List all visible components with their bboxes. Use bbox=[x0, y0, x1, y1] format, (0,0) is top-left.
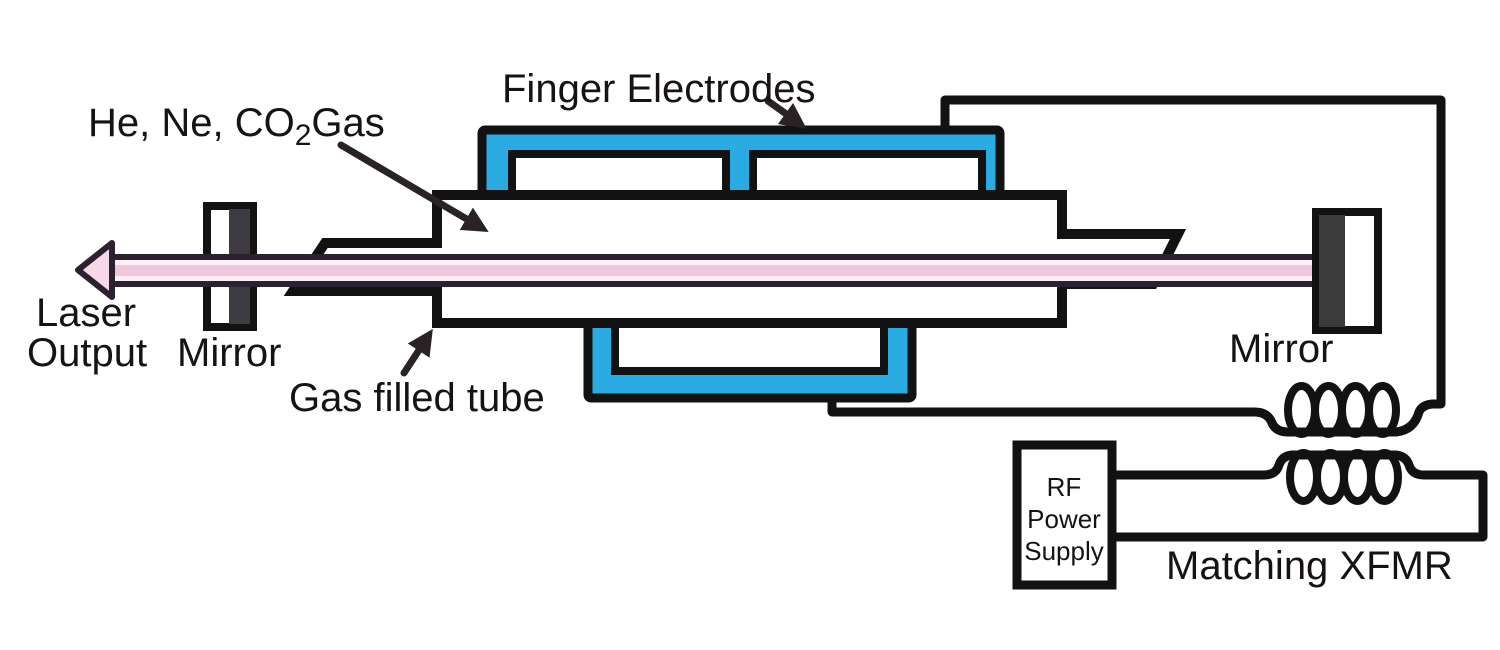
xfmr-secondary-coil bbox=[1284, 382, 1400, 438]
electrode-circuit-wire bbox=[827, 95, 1446, 437]
matching-xfmr-label: Matching XFMR bbox=[1166, 544, 1453, 588]
coil-loop bbox=[1338, 382, 1373, 438]
mirror-right-label: Mirror bbox=[1229, 327, 1333, 371]
laser-output-label-line2: Output bbox=[27, 331, 147, 375]
coil-loop bbox=[1286, 449, 1321, 505]
rf-power-supply-label-line3: Supply bbox=[1024, 536, 1104, 566]
finger-electrodes-arrow bbox=[764, 97, 807, 129]
coil-loop bbox=[1340, 449, 1375, 505]
laser-output-arrowhead bbox=[75, 240, 115, 300]
rf-power-supply-label-line2: Power bbox=[1027, 504, 1101, 534]
coil-loop bbox=[1367, 449, 1402, 505]
coil-loop bbox=[1311, 382, 1346, 438]
rf-power-supply-box bbox=[1012, 440, 1117, 590]
gas-filled-tube-arrow bbox=[400, 328, 433, 377]
rf-primary-circuit-wire bbox=[1112, 450, 1488, 542]
rear-mirror-dark-face bbox=[1319, 215, 1345, 327]
mirror-left-label: Mirror bbox=[177, 331, 281, 375]
coil-loop bbox=[1313, 449, 1348, 505]
finger-electrodes-label: Finger Electrodes bbox=[502, 67, 815, 111]
rf-power-supply-label-line1: RF bbox=[1047, 472, 1082, 502]
gas-mixture-label-prefix: He, Ne, CO bbox=[88, 101, 295, 145]
coil-loop bbox=[1284, 382, 1319, 438]
top-finger-electrode bbox=[477, 125, 1005, 204]
rear-mirror-right bbox=[1312, 208, 1382, 334]
xfmr-primary-coil bbox=[1286, 449, 1402, 505]
gas-label-arrow bbox=[337, 141, 489, 232]
rf-power-supply: RF Power Supply bbox=[1012, 440, 1117, 590]
gas-mixture-label: He, Ne, CO2Gas bbox=[88, 101, 385, 152]
gas-mixture-label-suffix: Gas bbox=[311, 101, 384, 145]
laser-output-label-line1: Laser bbox=[36, 291, 136, 335]
bottom-electrode-notch bbox=[611, 318, 888, 375]
coil-loop bbox=[1365, 382, 1400, 438]
bottom-electrode bbox=[583, 313, 917, 403]
gas-mixture-label-subscript: 2 bbox=[295, 119, 312, 152]
gas-filled-tube-label: Gas filled tube bbox=[289, 376, 545, 420]
